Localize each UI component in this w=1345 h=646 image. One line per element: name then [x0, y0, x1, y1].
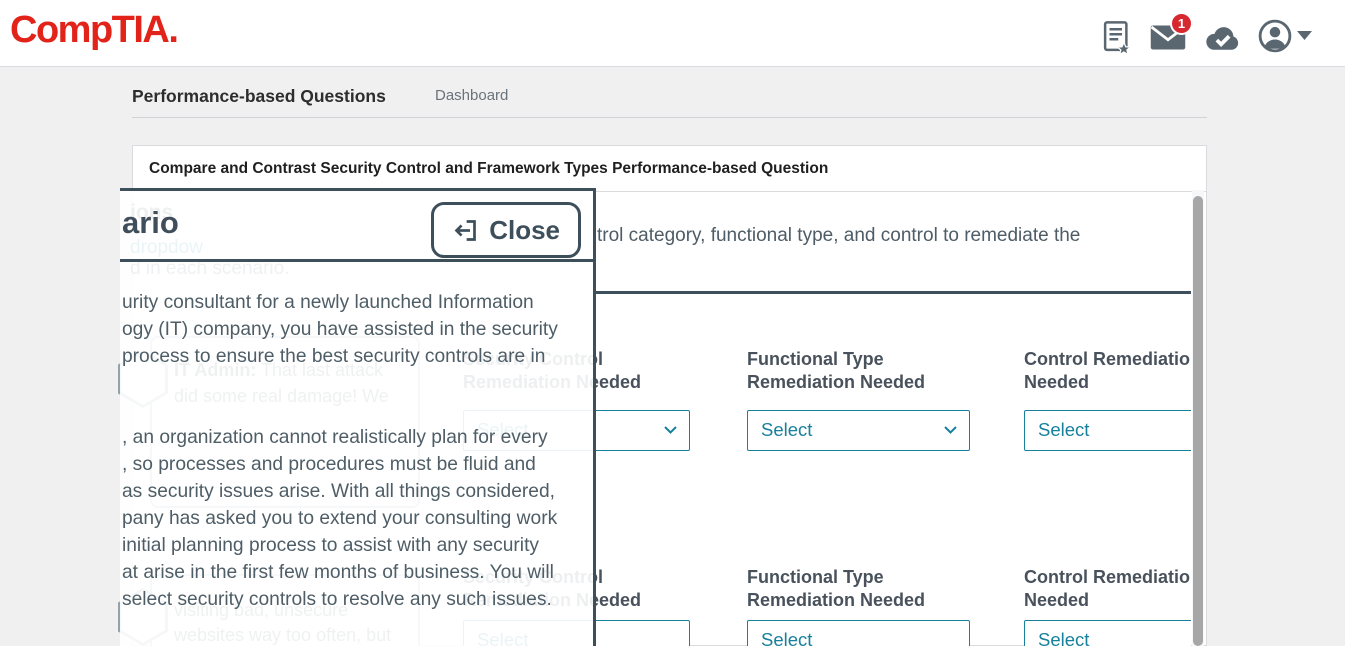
label-line: Functional Type [747, 567, 884, 587]
select-value: Select [761, 629, 813, 646]
label-control-remediation-row2: Control Remediation Needed [1024, 566, 1191, 612]
functional-type-select-row2[interactable]: Select [747, 620, 970, 646]
scenario-line: , an organization cannot realistically p… [122, 427, 548, 448]
chevron-down-icon [664, 426, 677, 434]
label-control-remediation-row2-clip: Control Remediation Needed [1024, 566, 1191, 612]
control-remediation-select-row2[interactable]: Select [1024, 620, 1191, 646]
close-button[interactable]: Close [431, 202, 581, 258]
scenario-body-text: urity consultant for a newly launched In… [122, 289, 592, 613]
page-title: Performance-based Questions [132, 86, 386, 106]
label-line: Needed [1024, 372, 1090, 392]
scenario-line: process to ensure the best security cont… [122, 346, 546, 367]
avatar-icon[interactable] [1258, 19, 1292, 53]
scenario-modal-title: ario [122, 205, 179, 240]
scenario-line: select security controls to resolve any … [122, 589, 552, 610]
breadcrumb-divider [132, 117, 1207, 118]
notification-badge: 1 [1170, 12, 1193, 35]
section-divider [596, 291, 1191, 294]
label-line: Needed [1024, 590, 1090, 610]
cloud-check-icon[interactable] [1204, 23, 1242, 51]
chevron-down-icon[interactable] [1297, 31, 1312, 40]
scenario-line: , so processes and procedures must be fl… [122, 454, 536, 475]
control-remediation-select-row1-clip: Select [1024, 410, 1191, 451]
close-button-label: Close [489, 214, 560, 245]
functional-type-select-row1[interactable]: Select [747, 410, 970, 451]
select-value: Select [1038, 419, 1090, 440]
vertical-scrollbar-thumb[interactable] [1193, 196, 1203, 646]
label-line: Remediation Needed [747, 372, 926, 392]
label-line: Remediation Needed [747, 590, 926, 610]
control-remediation-select-row2-clip: Select [1024, 620, 1191, 646]
label-control-remediation-row1-clip: Control Remediation Needed [1024, 348, 1191, 394]
scenario-line: urity consultant for a newly launched In… [122, 292, 534, 313]
question-panel-header: Compare and Contrast Security Control an… [133, 146, 1206, 192]
control-remediation-select-row1[interactable]: Select [1024, 410, 1191, 451]
scenario-line: initial planning process to assist with … [122, 535, 539, 556]
question-title: Compare and Contrast Security Control an… [149, 160, 829, 177]
breadcrumb-dashboard-link[interactable]: Dashboard [435, 87, 509, 104]
label-functional-type-row2: Functional Type Remediation Needed [747, 566, 925, 612]
label-line: Control Remediation [1024, 567, 1191, 587]
comptia-logo[interactable]: CompTIA. [10, 9, 179, 51]
scenario-modal: ario Close urity consultant for a newly … [120, 188, 596, 646]
scenario-line: pany has asked you to extend your consul… [122, 508, 558, 529]
label-control-remediation-row1: Control Remediation Needed [1024, 348, 1191, 394]
exit-arrow-icon [454, 219, 477, 241]
scenario-line: at arise in the first few months of busi… [122, 562, 554, 583]
select-value: Select [761, 419, 813, 440]
document-star-icon[interactable] [1102, 20, 1132, 56]
label-line: Functional Type [747, 349, 884, 369]
instructions-text-fragment: trol category, functional type, and cont… [597, 225, 1081, 246]
top-navigation-bar: CompTIA. 1 [0, 0, 1345, 67]
label-line: Control Remediation [1024, 349, 1191, 369]
modal-header-divider [120, 259, 593, 262]
label-functional-type-row1: Functional Type Remediation Needed [747, 348, 925, 394]
chevron-down-icon [944, 426, 957, 434]
select-value: Select [1038, 629, 1090, 646]
scenario-line: as security issues arise. With all thing… [122, 481, 555, 502]
scenario-line: ogy (IT) company, you have assisted in t… [122, 319, 558, 340]
